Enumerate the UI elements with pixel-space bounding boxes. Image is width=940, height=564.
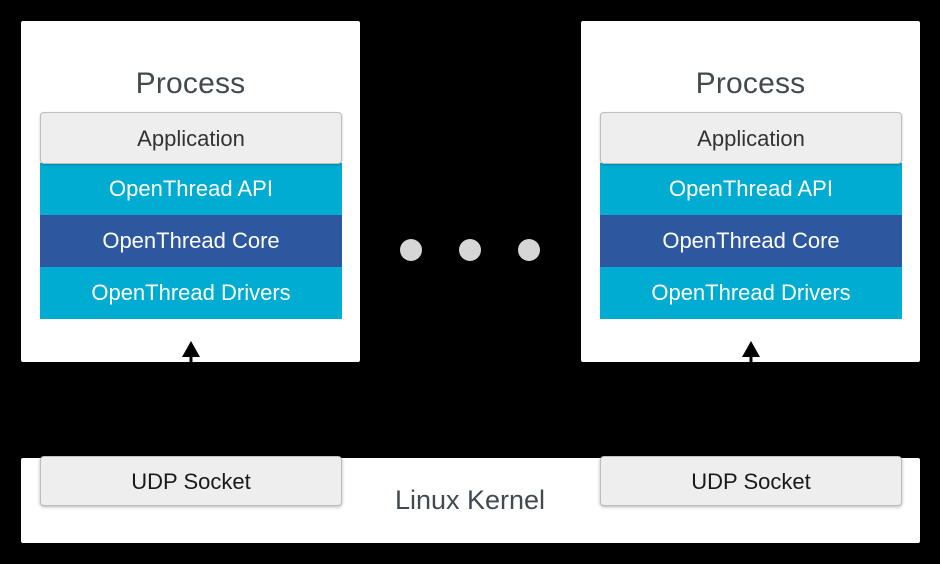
process-title-left: Process [135,67,246,100]
ellipsis-dot-icon [459,239,481,261]
layer-application-right: Application [600,112,902,164]
layer-stack-right: Application OpenThread API OpenThread Co… [600,112,902,319]
layer-openthread-core-left: OpenThread Core [40,215,342,267]
more-processes-ellipsis [400,239,540,261]
layer-openthread-drivers-right: OpenThread Drivers [600,267,902,319]
arrow-head [741,341,760,357]
ellipsis-dot-icon [518,239,540,261]
arrow-shaft [189,354,192,386]
arrow-shaft [749,354,752,386]
ellipsis-dot-icon [400,239,422,261]
layer-openthread-drivers-left: OpenThread Drivers [40,267,342,319]
process-title-right: Process [695,67,806,100]
layer-application-left: Application [40,112,342,164]
process-panel-right: Process Application OpenThread API OpenT… [581,21,920,386]
layer-openthread-core-right: OpenThread Core [600,215,902,267]
layer-openthread-api-left: OpenThread API [40,163,342,215]
layer-stack-left: Application OpenThread API OpenThread Co… [40,112,342,319]
udp-socket-left: UDP Socket [40,456,342,506]
linux-kernel-label: Linux Kernel [394,485,546,515]
arrow-up-icon-left [180,341,202,386]
arrow-up-icon-right [740,341,762,386]
process-panel-left: Process Application OpenThread API OpenT… [21,21,360,386]
udp-socket-right: UDP Socket [600,456,902,506]
arrow-head [181,341,200,357]
layer-openthread-api-right: OpenThread API [600,163,902,215]
